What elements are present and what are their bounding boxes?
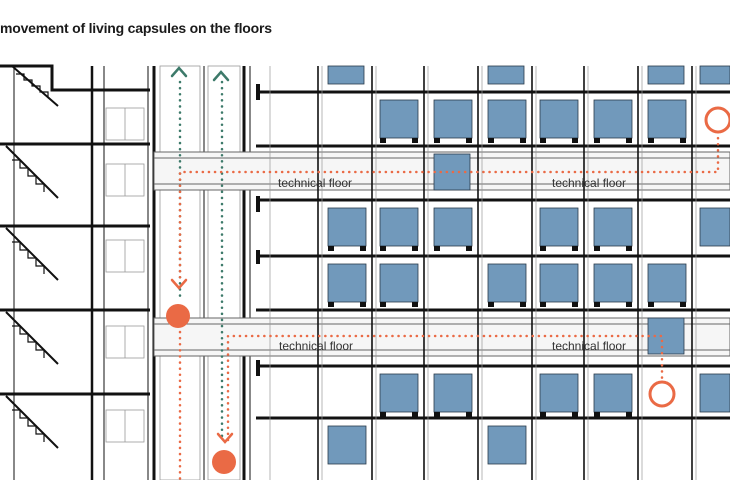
- living-capsules: [327, 65, 730, 465]
- technical-floor-label: technical floor: [552, 339, 626, 353]
- column-grid-thin: [269, 66, 697, 480]
- capsule: [433, 99, 473, 139]
- capsule: [647, 99, 687, 139]
- capsule: [487, 425, 527, 465]
- column-grid: [317, 66, 693, 480]
- technical-floor-label: technical floor: [279, 339, 353, 353]
- capsule: [379, 263, 419, 303]
- capsule: [647, 263, 687, 303]
- capsule: [539, 373, 579, 413]
- capsule: [539, 207, 579, 247]
- capsule: [593, 207, 633, 247]
- capsule-feet: [328, 138, 686, 417]
- capsule: [593, 263, 633, 303]
- technical-floor-label: technical floor: [552, 176, 626, 190]
- capsule: [593, 99, 633, 139]
- capsule: [327, 263, 367, 303]
- down-arrow-icon: [170, 278, 234, 444]
- capsule: [487, 65, 525, 85]
- technical-floor-label: technical floor: [278, 176, 352, 190]
- capsule-in-transit: [647, 317, 685, 355]
- capsule: [699, 65, 730, 85]
- capsule-position-marker-icon: [166, 106, 730, 474]
- floor-slabs: [256, 90, 730, 420]
- capsule: [327, 425, 367, 465]
- capsule: [539, 263, 579, 303]
- core-windows: [105, 65, 241, 480]
- capsule: [487, 263, 527, 303]
- capsule-route: [178, 130, 720, 480]
- capsule: [379, 207, 419, 247]
- capsule: [327, 207, 367, 247]
- capsule: [647, 65, 685, 85]
- capsule: [539, 99, 579, 139]
- capsule: [699, 373, 730, 413]
- vertical-route-up: [178, 80, 224, 442]
- capsule: [699, 207, 730, 247]
- capsule: [487, 99, 527, 139]
- up-arrow-icon: [170, 66, 230, 82]
- capsule: [433, 373, 473, 413]
- capsule: [327, 65, 365, 85]
- service-core: [90, 66, 251, 480]
- capsule: [433, 207, 473, 247]
- capsule: [379, 99, 419, 139]
- capsule: [379, 373, 419, 413]
- capsule: [593, 373, 633, 413]
- staircase: [0, 64, 150, 480]
- diagram-title: movement of living capsules on the floor…: [0, 20, 272, 36]
